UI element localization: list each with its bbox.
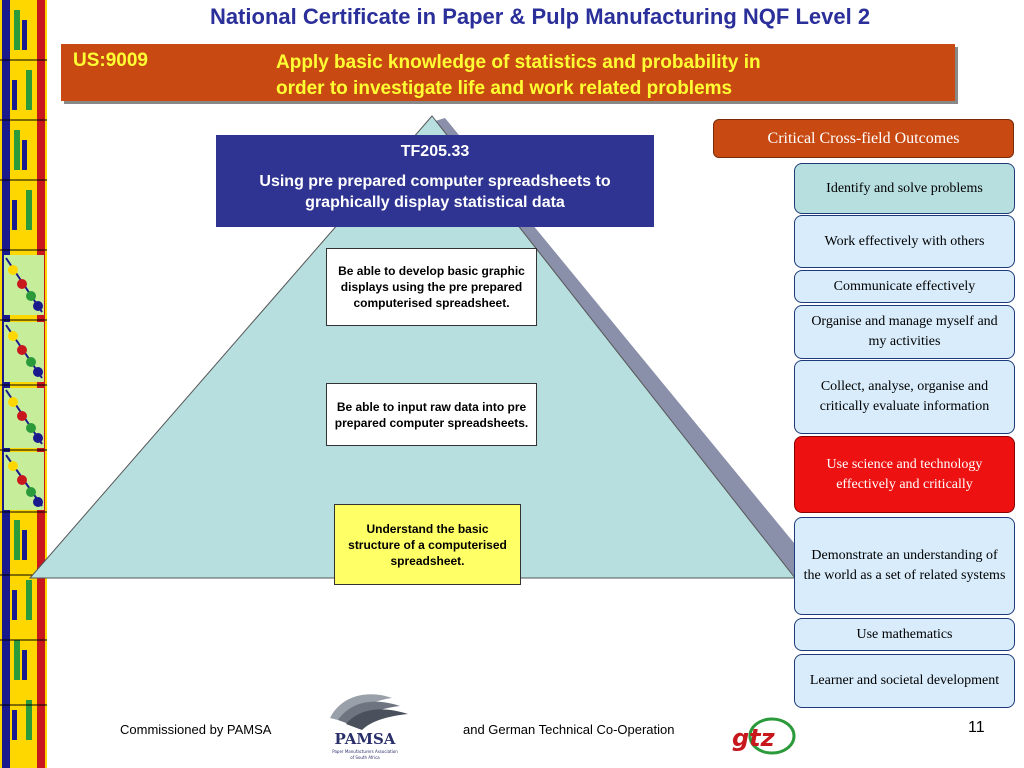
outcome-item-world-systems: Demonstrate an understanding of the worl… (794, 517, 1015, 615)
outcome-item-communicate: Communicate effectively (794, 270, 1015, 303)
outcome-item-identify-solve: Identify and solve problems (794, 163, 1015, 214)
svg-text:Paper Manufacturers Associatio: Paper Manufacturers Association (332, 749, 398, 754)
pamsa-logo: PAMSA Paper Manufacturers Association of… (330, 694, 408, 760)
page-number: 11 (968, 719, 985, 736)
pyramid-box-input-raw-data: Be able to input raw data into pre prepa… (326, 383, 537, 446)
pyramid-box-spreadsheet-structure: Understand the basic structure of a comp… (334, 504, 521, 585)
outcome-tf-box: TF205.33 Using pre prepared computer spr… (216, 135, 654, 227)
outcome-item-collect-analyse: Collect, analyse, organise and criticall… (794, 360, 1015, 434)
page-title: National Certificate in Paper & Pulp Man… (209, 4, 871, 29)
unit-standard-description-line1: Apply basic knowledge of statistics and … (276, 52, 761, 73)
footer-cooperation: and German Technical Co-Operation (463, 722, 675, 737)
svg-text:of South Africa: of South Africa (350, 755, 380, 760)
unit-standard-banner: US:9009 Apply basic knowledge of statist… (61, 44, 955, 101)
footer-commissioned: Commissioned by PAMSA (120, 722, 272, 737)
unit-standard-code: US:9009 (73, 50, 148, 71)
outcome-item-science-technology: Use science and technology effectively a… (794, 436, 1015, 513)
outcome-item-work-with-others: Work effectively with others (794, 215, 1015, 268)
svg-text:gtz: gtz (732, 724, 776, 752)
gtz-logo: gtz (732, 717, 796, 755)
svg-text:PAMSA: PAMSA (335, 730, 396, 748)
outcome-item-organise-manage: Organise and manage myself and my activi… (794, 305, 1015, 359)
decorative-side-strip (0, 0, 47, 768)
outcome-description: Using pre prepared computer spreadsheets… (259, 173, 611, 211)
critical-outcomes-heading: Critical Cross-field Outcomes (713, 119, 1014, 158)
outcome-item-mathematics: Use mathematics (794, 618, 1015, 651)
unit-standard-description: Apply basic knowledge of statistics and … (276, 50, 761, 102)
unit-standard-description-line2: order to investigate life and work relat… (276, 78, 733, 99)
outcome-code: TF205.33 (400, 143, 470, 160)
outcome-item-learner-development: Learner and societal development (794, 654, 1015, 708)
pyramid-box-develop-graphics: Be able to develop basic graphic display… (326, 248, 537, 326)
